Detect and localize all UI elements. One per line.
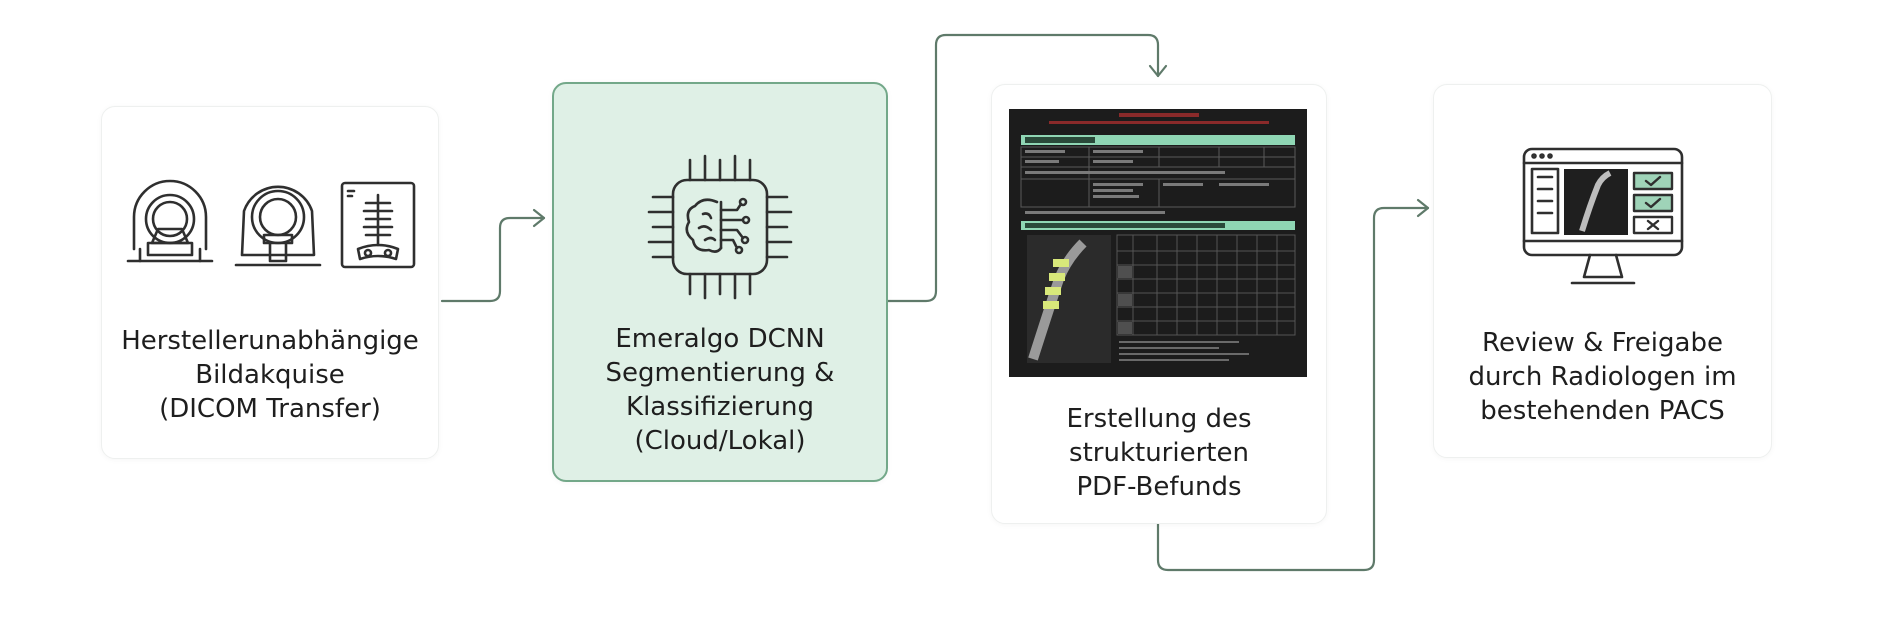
ct-scanner-icon: [234, 185, 322, 267]
monitor-review-icon: [1522, 147, 1684, 285]
step-label: Review & Freigabe durch Radiologen im be…: [1468, 328, 1737, 426]
connector-3-4: [1156, 206, 1430, 572]
arrowhead-3-4: [1416, 198, 1430, 218]
connector-1-2: [440, 216, 546, 303]
arrowhead-2-3: [1148, 64, 1168, 78]
arrowhead-1-2: [532, 208, 546, 228]
ai-chip-brain-icon: [647, 154, 793, 300]
step-card-acquisition: Herstellerunabhängige Bildakquise (DICOM…: [101, 106, 439, 459]
step-card-ai-analysis: Emeralgo DCNN Segmentierung & Klassifizi…: [552, 82, 888, 482]
step-label: Emeralgo DCNN Segmentierung & Klassifizi…: [605, 324, 835, 456]
xray-spine-icon: [340, 181, 416, 269]
connector-2-3: [886, 33, 1160, 303]
step-label: Erstellung des strukturierten PDF-Befund…: [1066, 404, 1252, 502]
step-label: Herstellerunabhängige Bildakquise (DICOM…: [121, 326, 419, 424]
mri-scanner-icon: [126, 179, 214, 263]
step-card-review: Review & Freigabe durch Radiologen im be…: [1433, 84, 1772, 458]
pdf-report-thumbnail: [1009, 109, 1307, 377]
step-card-report: Erstellung des strukturierten PDF-Befund…: [991, 84, 1327, 524]
